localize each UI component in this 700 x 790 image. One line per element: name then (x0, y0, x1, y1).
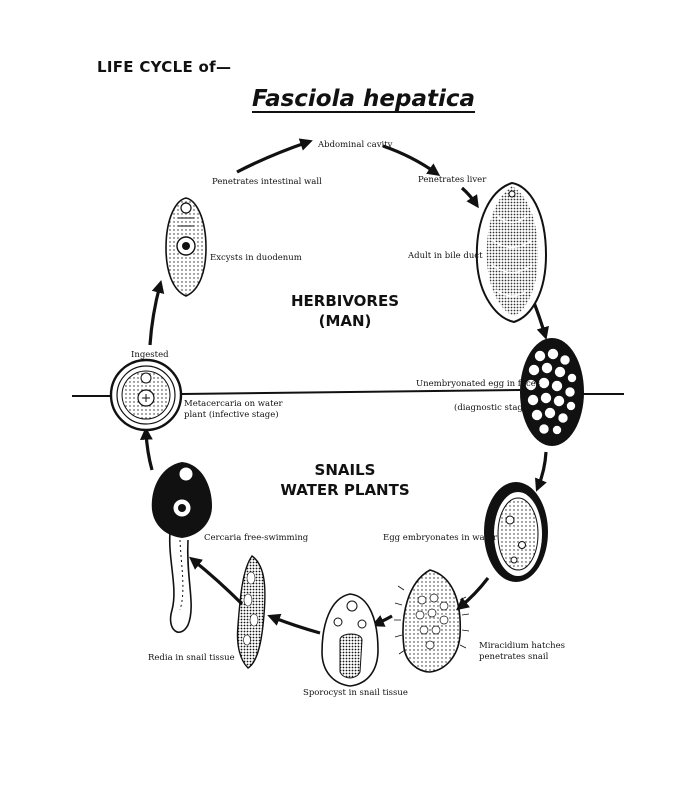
zone-host-line1: HERBIVORES (290, 292, 400, 310)
arrow-to-metacercaria (139, 426, 154, 471)
embryonated-egg-icon (484, 482, 548, 582)
arrow-to-excyst (148, 280, 165, 346)
cercaria-icon (151, 462, 212, 633)
label-excysts-in-duodenum: Excysts in duodenum (210, 253, 302, 263)
label-miracidium-line2: penetrates snail (479, 652, 549, 662)
label-miracidium-line1: Miracidium hatches (479, 641, 566, 651)
header-label: LIFE CYCLE of— (97, 58, 232, 76)
zone-env-line2: WATER PLANTS (280, 481, 410, 499)
label-abdominal-cavity: Abdominal cavity (318, 140, 393, 150)
label-penetrates-liver: Penetrates liver (418, 175, 487, 185)
excysted-juvenile-fluke-icon (165, 197, 207, 297)
zone-host-line2: (MAN) (318, 312, 372, 330)
label-diagnostic-stage: (diagnostic stage) (454, 403, 532, 413)
arrow-to-embryonated-egg (535, 451, 548, 492)
metacercaria-cyst-icon (109, 358, 183, 432)
label-adult-in-bile-duct: Adult in bile duct (408, 251, 483, 261)
zone-label-host: HERBIVORES (MAN) (270, 291, 420, 331)
label-sporocyst: Sporocyst in snail tissue (303, 688, 408, 698)
label-penetrates-intestinal-wall: Penetrates intestinal wall (212, 177, 322, 187)
arrow-to-redia (267, 613, 321, 635)
species-title: Fasciola hepatica (252, 86, 476, 112)
zone-label-environment: SNAILS WATER PLANTS (265, 460, 425, 500)
label-redia: Redia in snail tissue (148, 653, 235, 663)
divider-center (181, 389, 521, 395)
arrow-to-abdominal-cavity (236, 138, 313, 174)
label-metacercaria: Metacercaria on water plant (infective s… (184, 399, 283, 421)
sporocyst-icon (321, 593, 379, 687)
label-egg-embryonates: Egg embryonates in water (383, 533, 498, 543)
redia-icon (236, 555, 266, 669)
label-metacercaria-line1: Metacercaria on water (184, 399, 283, 409)
label-miracidium: Miracidium hatches penetrates snail (479, 641, 565, 663)
label-ingested: Ingested (131, 350, 169, 360)
label-metacercaria-line2: plant (infective stage) (184, 410, 279, 420)
label-unembryonated-egg: Unembryonated egg in feces (416, 379, 541, 389)
arrow-to-cercaria (189, 556, 244, 606)
label-cercaria: Cercaria free-swimming (204, 533, 309, 543)
adult-fluke-icon (475, 181, 548, 324)
arrow-to-liver (382, 144, 441, 176)
arrow-to-miracidium (456, 577, 490, 611)
arrow-to-sporocyst (371, 614, 393, 627)
zone-env-line1: SNAILS (314, 461, 376, 479)
unembryonated-egg-icon (520, 338, 584, 446)
arrow-to-adult (460, 186, 479, 209)
miracidium-icon (394, 569, 470, 673)
